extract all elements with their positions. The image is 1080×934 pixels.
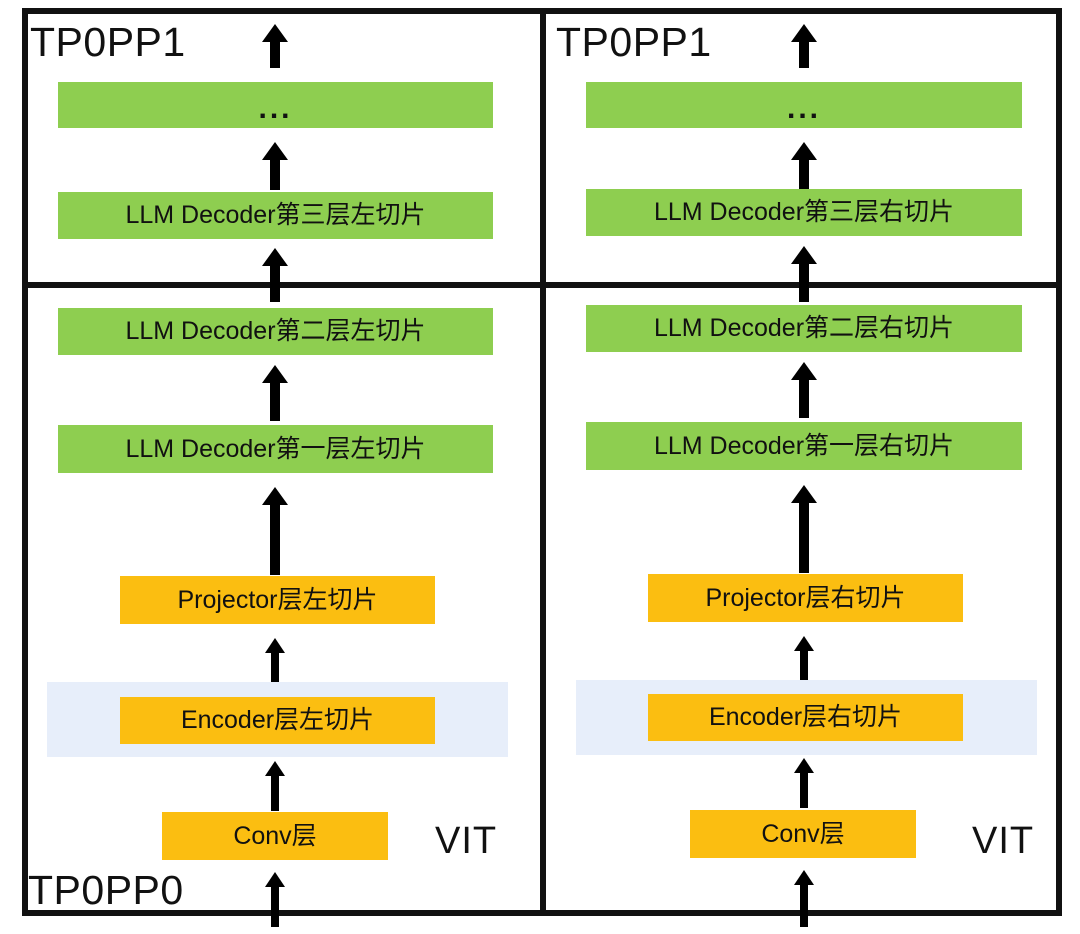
block-llm-decoder-layer2-right: LLM Decoder第二层右切片 (586, 305, 1022, 352)
arrow-up-icon (791, 362, 817, 418)
arrow-up-icon (262, 487, 288, 575)
arrow-up-icon (262, 365, 288, 421)
block-llm-decoder-layer2-left: LLM Decoder第二层左切片 (58, 308, 493, 355)
arrow-up-icon (265, 761, 285, 811)
block-conv-left: Conv层 (162, 812, 388, 860)
arrow-up-icon (791, 246, 817, 302)
arrow-up-icon (794, 870, 814, 927)
arrow-up-icon (262, 24, 288, 68)
block-encoder-left: Encoder层左切片 (120, 697, 435, 744)
block-projector-left: Projector层左切片 (120, 576, 435, 624)
arrow-up-icon (794, 636, 814, 684)
arrow-up-icon (794, 758, 814, 808)
arrow-up-icon (262, 248, 288, 302)
arrow-up-icon (791, 142, 817, 190)
block-llm-decoder-layer1-right: LLM Decoder第一层右切片 (586, 422, 1022, 470)
arrow-up-icon (791, 485, 817, 573)
block-encoder-right: Encoder层右切片 (648, 694, 963, 741)
group-label-vit-right: VIT (972, 820, 1035, 862)
arrow-up-icon (791, 24, 817, 68)
block-top-right-ellipsis: ... (586, 82, 1022, 128)
group-label-vit-left: VIT (435, 820, 498, 862)
arrow-up-icon (262, 142, 288, 190)
vertical-divider (540, 8, 546, 916)
block-projector-right: Projector层右切片 (648, 574, 963, 622)
block-llm-decoder-layer3-left: LLM Decoder第三层左切片 (58, 192, 493, 239)
block-llm-decoder-layer1-left: LLM Decoder第一层左切片 (58, 425, 493, 473)
stage-label-top-left: TP0PP1 (30, 19, 186, 65)
block-top-left-ellipsis: ... (58, 82, 493, 128)
stage-label-top-right: TP0PP1 (556, 19, 712, 65)
block-llm-decoder-layer3-right: LLM Decoder第三层右切片 (586, 189, 1022, 236)
horizontal-divider (22, 282, 1062, 288)
stage-label-bottom-left: TP0PP0 (28, 867, 184, 913)
arrow-up-icon (265, 638, 285, 686)
block-conv-right: Conv层 (690, 810, 916, 858)
arrow-up-icon (265, 872, 285, 927)
